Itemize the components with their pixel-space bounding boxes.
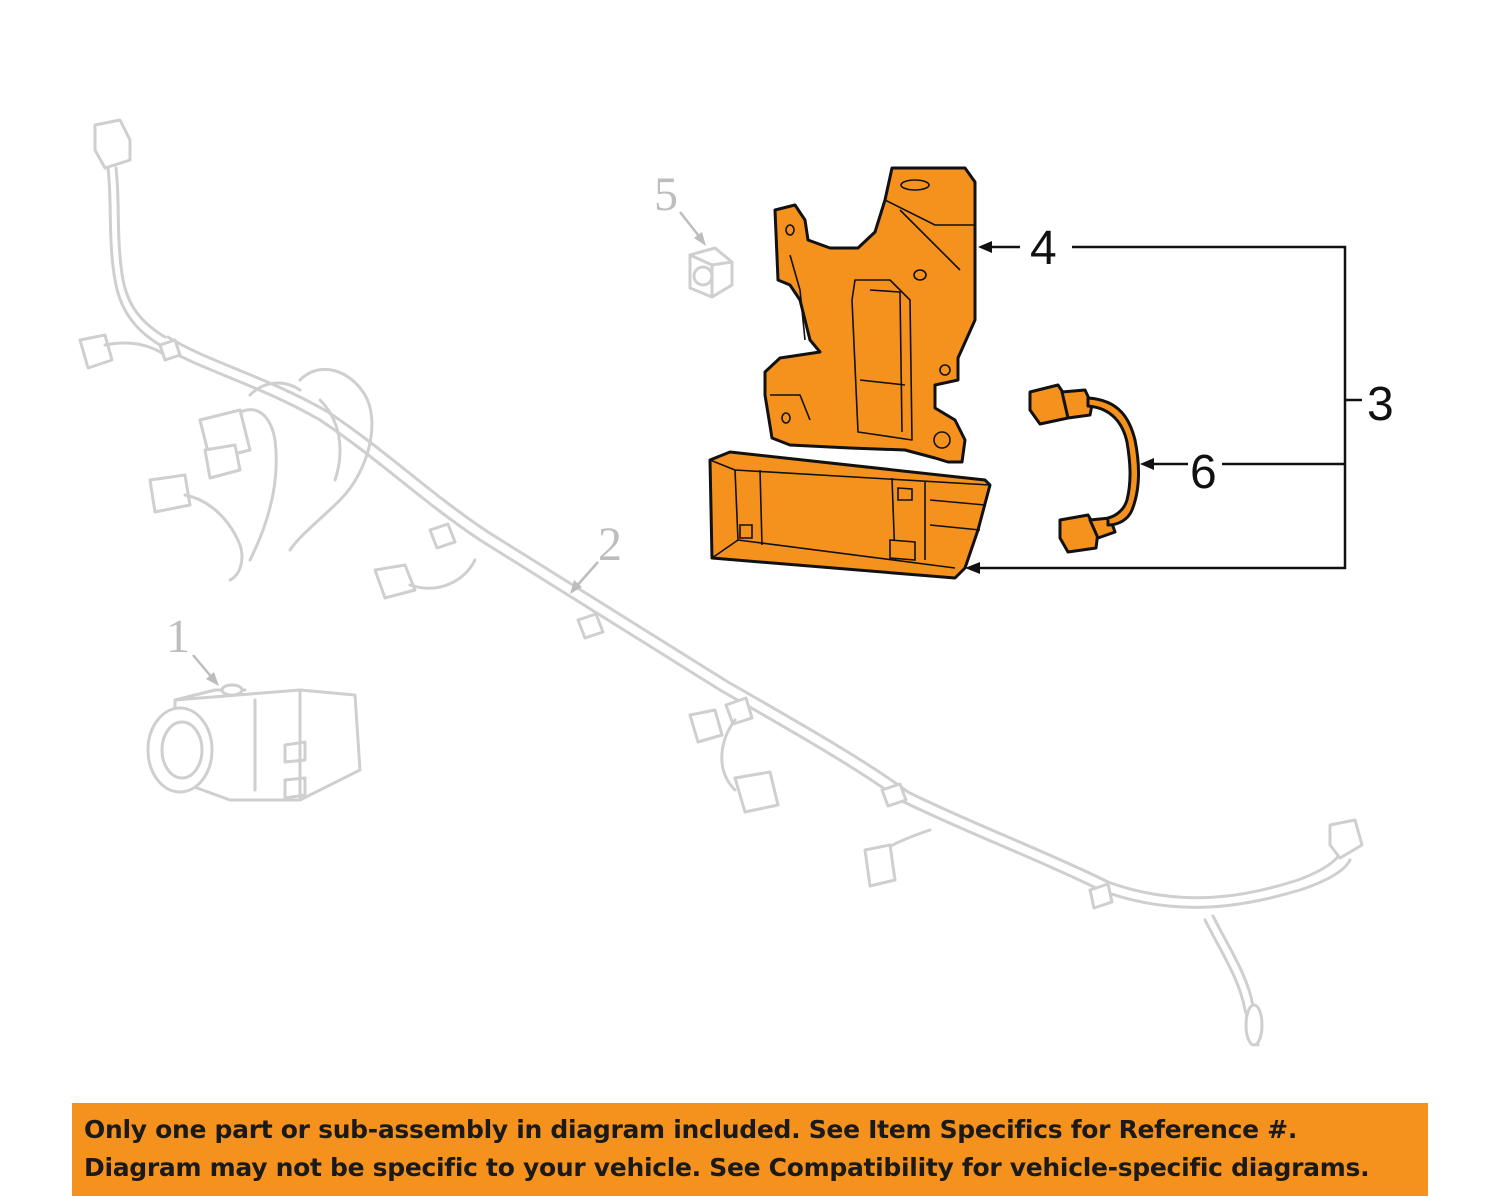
callout-5: 5 [654,168,678,221]
wiring-harness [78,118,1364,1047]
callout-3: 3 [1367,378,1394,431]
parking-sensor [146,683,362,802]
control-module [708,450,992,580]
callout-6: 6 [1190,446,1217,499]
hex-nut [688,246,734,299]
disclaimer-banner: Only one part or sub-assembly in diagram… [72,1103,1428,1196]
jumper-harness [1028,383,1140,554]
mounting-bracket [763,166,977,464]
leader-lines [192,211,1362,686]
disclaimer-line-2: Diagram may not be specific to your vehi… [84,1153,1370,1182]
disclaimer-line-1: Only one part or sub-assembly in diagram… [84,1115,1298,1144]
callout-2: 2 [598,518,622,571]
callout-4: 4 [1030,222,1057,275]
callout-1: 1 [166,610,190,663]
